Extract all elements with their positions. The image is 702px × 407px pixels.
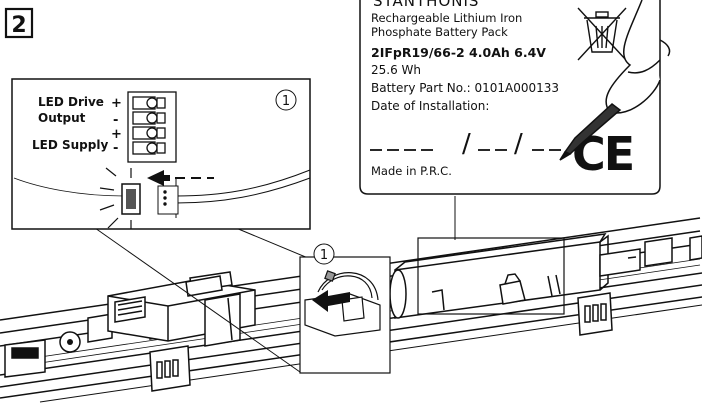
battery-pack bbox=[389, 233, 609, 319]
terminal-label-output: Output bbox=[38, 111, 86, 125]
date-fields: / / bbox=[370, 129, 561, 159]
mounting-clip-left bbox=[149, 345, 191, 392]
terminal-label-led-supply: LED Supply bbox=[32, 138, 108, 152]
callout-number: 1 bbox=[320, 248, 328, 263]
terminal-polarity-1: + bbox=[111, 96, 122, 111]
battery-label: STANTHONIS Rechargeable Lithium Iron Pho… bbox=[359, 0, 671, 195]
callout-leader-lines bbox=[94, 196, 456, 373]
highlight-rays bbox=[99, 167, 132, 229]
date-slash-1: / bbox=[462, 129, 471, 159]
terminal-polarity-2: - bbox=[113, 113, 118, 128]
label-made-in: Made in P.R.C. bbox=[371, 164, 452, 178]
label-part-number: Battery Part No.: 0101A000133 bbox=[371, 81, 559, 95]
label-installation-date: Date of Installation: bbox=[371, 99, 489, 113]
step-badge: 2 bbox=[4, 7, 34, 39]
connector-plug-icon bbox=[121, 183, 141, 215]
terminal-label-led-drive: LED Drive bbox=[38, 95, 104, 109]
step-number: 2 bbox=[11, 13, 26, 38]
label-brand: STANTHONIS bbox=[373, 0, 479, 10]
callout-marker-bottom: 1 bbox=[313, 243, 335, 265]
date-slash-2: / bbox=[514, 129, 523, 159]
callout-number: 1 bbox=[282, 94, 290, 109]
mounting-clip-right bbox=[577, 292, 613, 336]
battery-highlight-box bbox=[417, 237, 565, 315]
label-energy: 25.6 Wh bbox=[371, 63, 421, 77]
terminal-polarity-4: - bbox=[113, 141, 118, 156]
label-description-2: Phosphate Battery Pack bbox=[371, 25, 508, 39]
insert-arrow-icon bbox=[147, 170, 170, 186]
luminaire-fixture bbox=[0, 217, 702, 403]
label-description-1: Rechargeable Lithium Iron bbox=[371, 11, 522, 25]
wiring-inset: LED Drive + Output - + LED Supply - bbox=[11, 78, 311, 230]
arrow-icon bbox=[312, 290, 350, 312]
label-model: 2IFpR19/66-2 4.0Ah 6.4V bbox=[371, 45, 546, 60]
crossed-out-bin-icon bbox=[577, 7, 627, 61]
terminal-block bbox=[127, 91, 177, 163]
pen-hand-icon bbox=[559, 0, 671, 161]
connector-socket bbox=[157, 185, 179, 215]
terminal-polarity-3: + bbox=[111, 127, 122, 142]
callout-marker-inset: 1 bbox=[275, 89, 297, 111]
